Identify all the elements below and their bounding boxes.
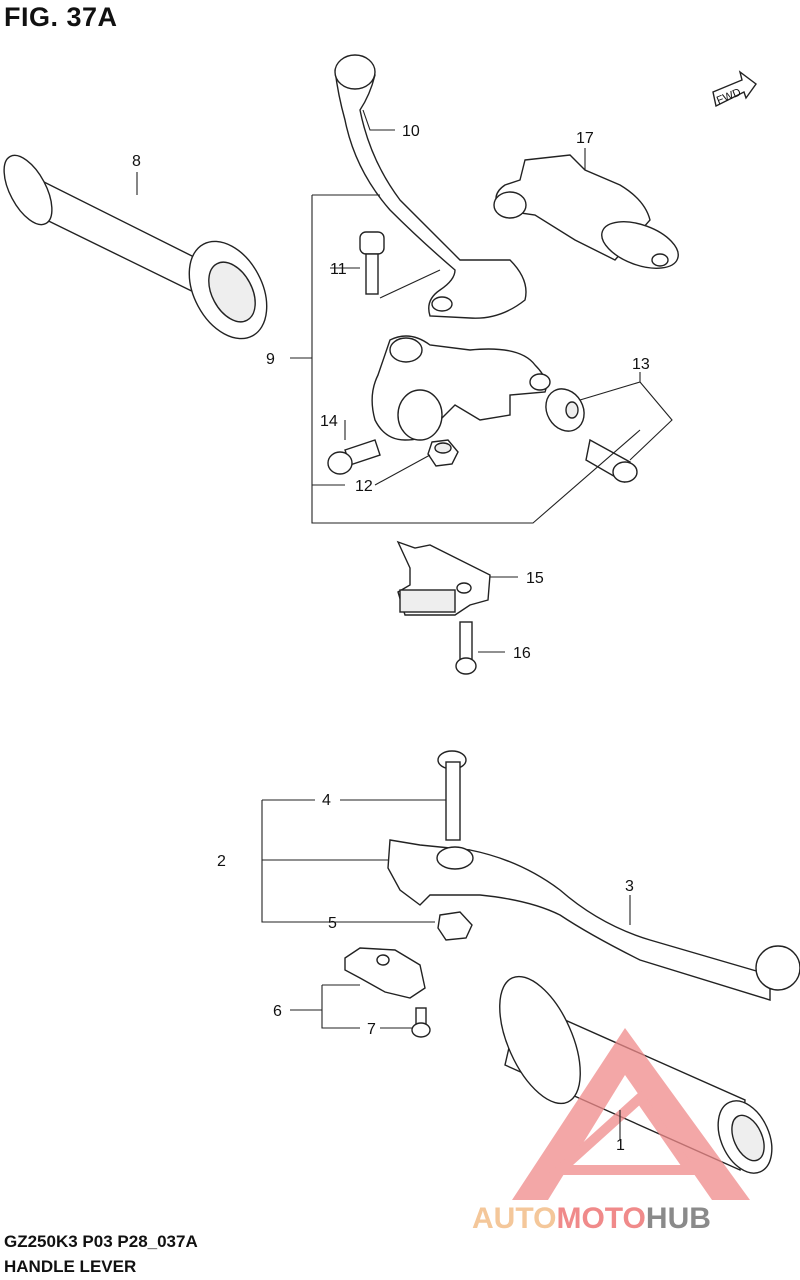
callout-4: 4 <box>322 792 331 809</box>
callout-14: 14 <box>320 413 338 430</box>
cable-adjuster <box>545 388 638 484</box>
nut-5 <box>437 911 473 941</box>
watermark-logo-icon <box>512 1028 750 1200</box>
callout-3: 3 <box>625 878 634 895</box>
callout-9: 9 <box>266 351 275 368</box>
callout-7: 7 <box>367 1021 376 1038</box>
figure-title: FIG. 37A <box>4 2 118 32</box>
callout-10: 10 <box>402 123 420 140</box>
callout-5: 5 <box>328 915 337 932</box>
callout-1: 1 <box>616 1137 625 1154</box>
watermark-auto: AUTO <box>472 1202 556 1235</box>
clutch-lever <box>334 54 527 319</box>
leader-lines <box>136 109 673 1140</box>
watermark-text: AUTOMOTOHUB <box>472 1202 711 1235</box>
lever-holder <box>371 335 551 441</box>
long-bolt <box>437 750 467 841</box>
diagram-title: HANDLE LEVER <box>4 1257 137 1276</box>
watermark-hub: HUB <box>646 1202 711 1235</box>
clutch-switch <box>493 154 679 269</box>
left-grip <box>3 154 268 340</box>
callout-6: 6 <box>273 1003 282 1020</box>
screw-7 <box>411 1007 431 1038</box>
pivot-bolt <box>359 231 441 299</box>
model-code: GZ250K3 P03 P28_037A <box>4 1232 198 1251</box>
brake-lever <box>387 839 800 1001</box>
brake-switch-lower <box>344 947 426 999</box>
fwd-arrow-icon: FWD <box>712 70 757 108</box>
callout-12: 12 <box>355 478 373 495</box>
clamp-bolt <box>327 439 381 475</box>
callout-17: 17 <box>576 130 594 147</box>
brake-switch-upper <box>396 540 491 616</box>
callout-15: 15 <box>526 570 544 587</box>
screw-16 <box>455 621 477 675</box>
nut <box>427 439 459 467</box>
callout-11: 11 <box>330 261 347 278</box>
callout-13: 13 <box>632 356 650 373</box>
callout-8: 8 <box>132 153 141 170</box>
callout-16: 16 <box>513 645 531 662</box>
callout-2: 2 <box>217 853 226 870</box>
watermark-moto: MOTO <box>556 1202 645 1235</box>
